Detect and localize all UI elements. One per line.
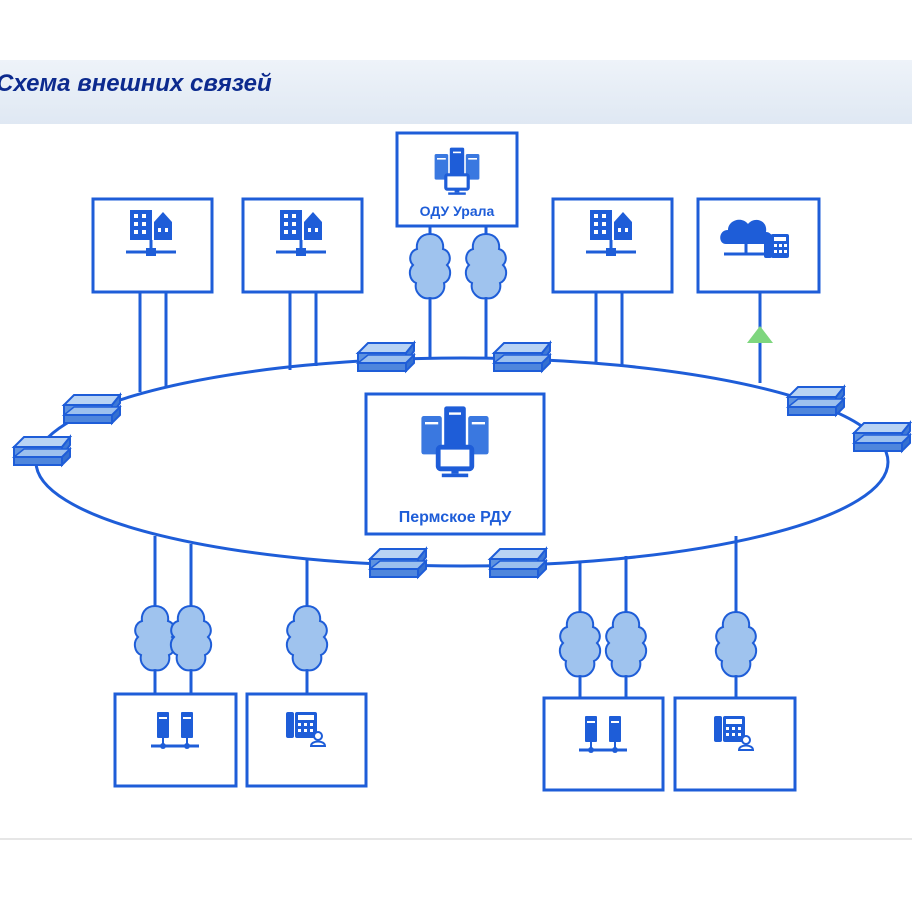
switch-icon <box>489 548 547 578</box>
switch-icon <box>357 342 415 372</box>
wan-cloud-icon <box>133 605 177 672</box>
odu-label: ОДУ Урала <box>420 203 495 219</box>
switch-icon <box>493 342 551 372</box>
switch-icon <box>369 548 427 578</box>
bottom-divider <box>0 838 912 840</box>
switch-icon <box>853 422 911 452</box>
title-band <box>0 60 912 124</box>
wan-cloud-icon <box>464 233 508 300</box>
switch-icon <box>787 386 845 416</box>
wan-cloud-icon <box>558 611 602 678</box>
wan-cloud-icon <box>604 611 648 678</box>
page-title: Схема внешних связей <box>0 70 272 97</box>
wan-cloud-icon <box>714 611 758 678</box>
center-label: Пермское РДУ <box>399 509 513 526</box>
node-boxes <box>91 131 821 792</box>
wan-cloud-icon <box>285 605 329 672</box>
wan-cloud-icon <box>169 605 213 672</box>
switch-icon <box>13 436 71 466</box>
wan-cloud-icon <box>408 233 452 300</box>
switch-icon <box>63 394 121 424</box>
marker-triangle <box>747 326 773 343</box>
